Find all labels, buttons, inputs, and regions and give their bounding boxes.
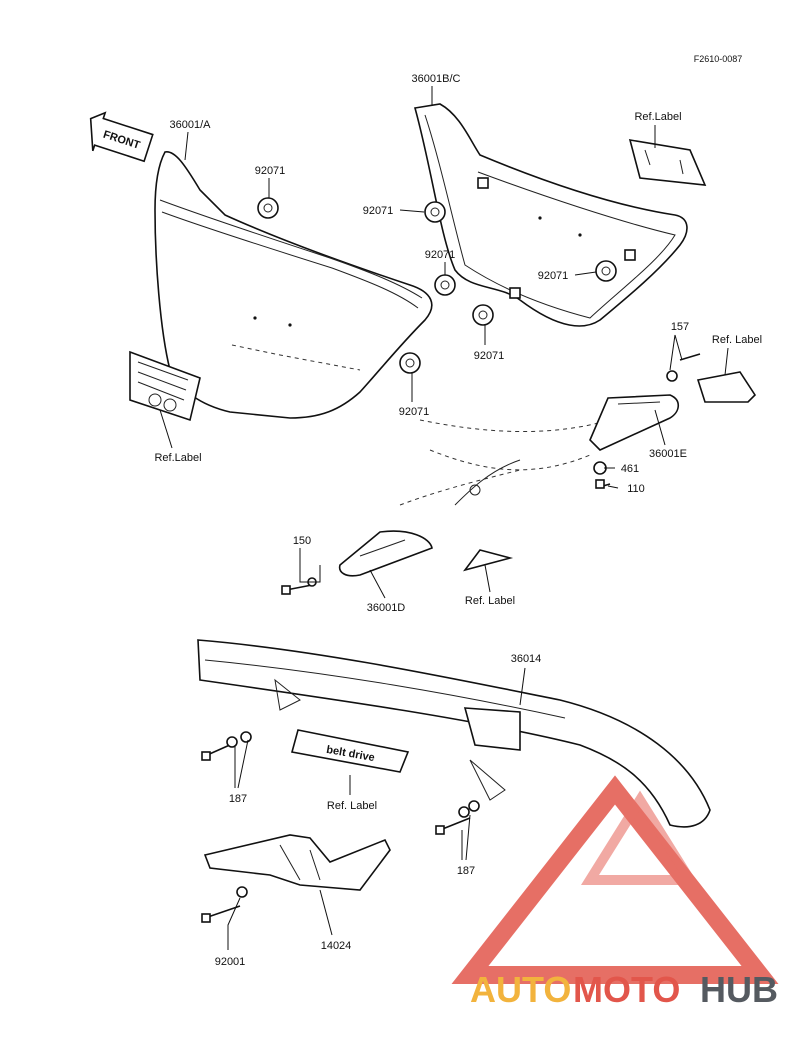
- watermark-hub: HUB: [700, 969, 778, 1010]
- label-187-b: 187: [457, 865, 475, 877]
- label-92001: 92001: [215, 956, 246, 968]
- belt-drive-decal: belt drive: [290, 729, 410, 773]
- bolt: [201, 353, 701, 923]
- lower-cover: [203, 834, 391, 891]
- chain-guard: [197, 639, 711, 828]
- label-92071-b: 92071: [363, 205, 394, 217]
- label-ref-label-right: Ref. Label: [712, 334, 762, 346]
- label-36001e: 36001E: [649, 448, 687, 460]
- front-arrow: FRONT: [89, 111, 154, 163]
- ref-label-tag-mid: [462, 549, 514, 572]
- label-110: 110: [627, 483, 645, 495]
- label-ref-label-left: Ref.Label: [154, 452, 201, 464]
- label-92071-e: 92071: [474, 350, 505, 362]
- label-92071-d: 92071: [538, 270, 569, 282]
- watermark-auto: AUTO: [470, 969, 571, 1010]
- leader-lines: [159, 86, 729, 950]
- bracket-36001e: [589, 394, 680, 451]
- label-461: 461: [621, 463, 639, 475]
- ref-label-plate-top: [628, 139, 707, 186]
- label-92071-c: 92071: [425, 249, 456, 261]
- mounting-pin: [477, 177, 636, 299]
- bracket-36001d: [338, 530, 433, 577]
- label-92071-f: 92071: [399, 406, 430, 418]
- diagram-code: F2610-0087: [694, 54, 743, 64]
- grommet: [257, 197, 617, 374]
- left-side-cover: [154, 151, 433, 419]
- ref-label-plate-left: [129, 350, 201, 422]
- right-side-cover: [413, 103, 688, 327]
- label-36001d: 36001D: [367, 602, 406, 614]
- frame-ghost: [399, 419, 611, 506]
- label-ref-label-top: Ref.Label: [634, 111, 681, 123]
- label-36001a: 36001/A: [170, 119, 212, 131]
- label-36014: 36014: [511, 653, 542, 665]
- label-ref-label-mid: Ref. Label: [465, 595, 515, 607]
- watermark-text: AUTO MOTO HUB: [470, 969, 778, 1010]
- ref-label-tag-right: [696, 371, 757, 403]
- label-157: 157: [671, 321, 689, 333]
- label-187-a: 187: [229, 793, 247, 805]
- label-36001bc: 36001B/C: [412, 73, 461, 85]
- washer: [226, 370, 678, 898]
- watermark-logo: [451, 775, 779, 984]
- label-ref-label-belt: Ref. Label: [327, 800, 377, 812]
- watermark-moto: MOTO: [573, 969, 680, 1010]
- label-14024: 14024: [321, 940, 352, 952]
- label-92071-a: 92071: [255, 165, 286, 177]
- label-150: 150: [293, 535, 311, 547]
